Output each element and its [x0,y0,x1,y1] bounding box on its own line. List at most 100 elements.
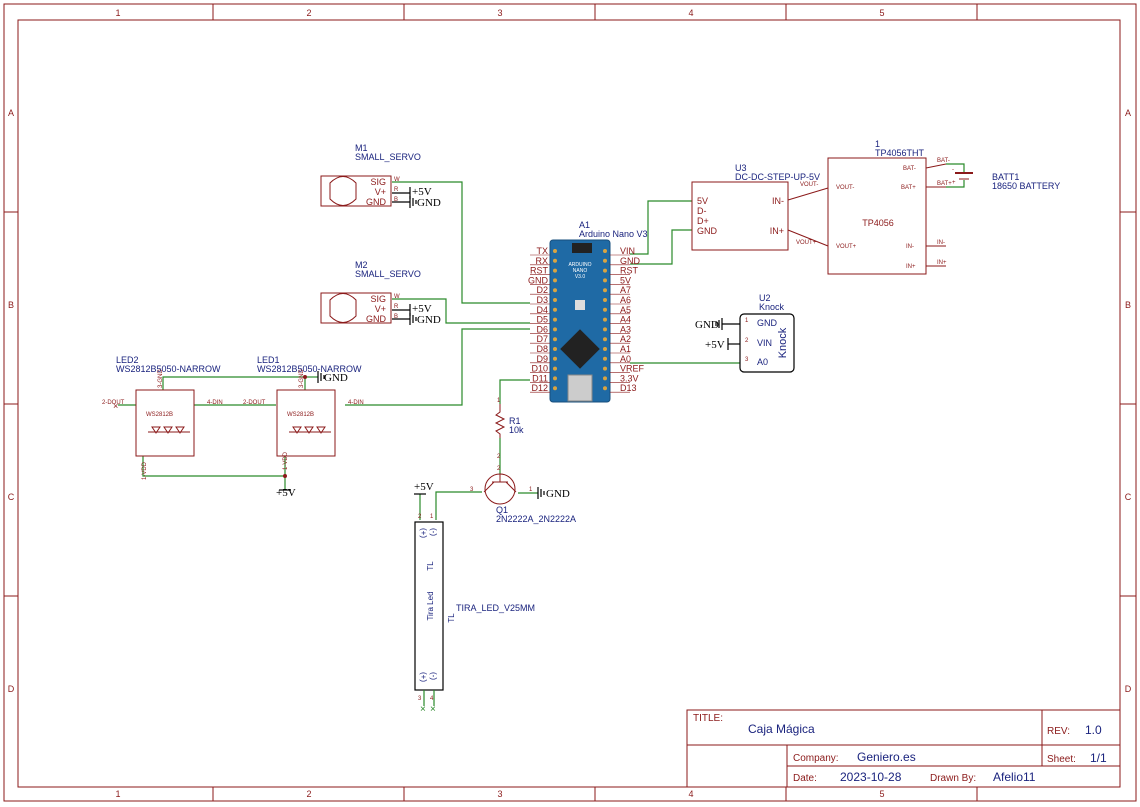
servo-m1[interactable]: M1 SMALL_SERVO SIG V+ GND W R B [320,143,421,207]
a1-left-pin-label: D12 [531,383,548,393]
col-label-2-bottom: 2 [306,789,311,799]
title-value: Caja Mágica [748,722,815,736]
led-led2[interactable]: LED2 WS2812B5050-NARROW WS2812B 2-DOUT 4… [102,355,223,480]
a1-right-pin-label: D13 [620,383,637,393]
tl-minus-top: (-) [429,528,438,536]
q1-pinnum-1: 1 [529,487,533,493]
a1-right-pad [603,376,607,381]
knock-sensor-u2[interactable]: U2 Knock GND VIN A0 1 2 3 Knock [739,293,795,373]
u2-vcc-label: +5V [705,339,725,351]
a1-right-pad [603,317,607,322]
tp-ref: 1 [875,139,880,149]
m1-pin-sig: SIG [370,177,386,187]
a1-left-pad [553,268,557,273]
a1-value: Arduino Nano V3 [579,229,648,239]
r1-pinnum-1: 1 [497,398,501,404]
tp4056-charger[interactable]: 1 TP4056THT TP4056 BAT- BAT+ VOUT- VOUT+… [827,139,952,275]
u2-ref: U2 [759,293,771,303]
date-value: 2023-10-28 [840,770,902,784]
col-label-5-bottom: 5 [879,789,884,799]
tp-name: TP4056 [862,218,894,228]
company-label: Company: [793,753,839,764]
tl-pinnum-2: 2 [418,514,422,520]
dcdc-u3[interactable]: U3 DC-DC-STEP-UP-5V 5V D- D+ GND IN- IN+… [691,163,829,251]
m2-vcc-label: +5V [412,303,432,315]
u3-vout-minus: VOUT- [800,182,818,188]
a1-right-pin-label: A0 [620,354,631,364]
led1-pin-din: 4-DIN [348,400,364,406]
a1-right-pin-label: A7 [620,285,631,295]
r1-value: 10k [509,425,524,435]
led-led1[interactable]: LED1 WS2812B5050-NARROW WS2812B 2-DOUT 4… [243,355,364,470]
m2-ref: M2 [355,260,368,270]
m2-pin-sig: SIG [370,294,386,304]
a1-right-pad [603,356,607,361]
resistor-r1[interactable]: 1 2 R1 10k [494,398,524,460]
a1-right-pin-label: 5V [620,275,631,285]
a1-left-pin-label: D3 [536,295,548,305]
a1-left-pad [553,317,557,322]
transistor-q1[interactable]: 1 2 3 Q1 2N2222A_2N2222A [470,466,576,524]
a1-left-pad [553,249,557,253]
a1-right-pin-label: 3.3V [620,373,639,383]
a1-right-pin-label: VREF [620,364,645,374]
row-label-a-left: A [8,108,14,118]
tl-plus-bottom: (+) [419,672,428,682]
a1-right-pad [603,366,607,371]
led2-open-x: × [113,401,118,411]
row-label-c-right: C [1125,492,1132,502]
a1-right-pad [603,337,607,342]
led2-chip: WS2812B [146,412,173,418]
tp-out-inplus: IN+ [937,260,947,266]
m1-pinnum-b: B [394,197,398,203]
sheet-value: 1/1 [1090,751,1107,765]
tl-pinnum-4: 4 [430,696,434,702]
title-block: TITLE: Caja Mágica REV: 1.0 Company: Gen… [686,709,1121,788]
tl-plus-top: (+) [419,528,428,538]
u3-ref: U3 [735,163,747,173]
u2-pinnum-1: 1 [745,318,749,324]
tp-pin-batplus: BAT+ [901,185,916,191]
battery-batt1[interactable]: - + BATT1 18650 BATTERY [952,167,1060,191]
batt-minus: - [952,167,954,173]
tl-ref-inner: TL [426,561,435,571]
a1-left-pad [553,288,557,293]
u3-vout-plus: VOUT+ [796,240,817,246]
tl-pinnum-3: 3 [418,696,422,702]
m2-value: SMALL_SERVO [355,269,421,279]
a1-left-pad [553,376,557,381]
a1-right-pin-label: RST [620,266,639,276]
led-vcc-label: +5V [276,487,296,499]
col-label-2-top: 2 [306,8,311,18]
row-label-d-left: D [8,684,15,694]
a1-right-pad [603,386,607,391]
col-label-3-top: 3 [497,8,502,18]
a1-right-pad [603,268,607,273]
servo-m2[interactable]: M2 SMALL_SERVO SIG V+ GND W R B [320,260,421,324]
m1-vcc-label: +5V [412,186,432,198]
tp-pin-batminus: BAT- [903,166,916,172]
led-strip-tl[interactable]: (+) (-) (+) (-) Tira Led TL TIRA_LED_V25… [414,514,535,715]
u2-pin-a0: A0 [757,357,768,367]
a1-left-pad [553,258,557,263]
m2-pin-vplus: V+ [375,304,386,314]
tp-out-inminus: IN- [937,240,945,246]
tp-out-batminus: BAT- [937,158,950,164]
u2-name: Knock [777,327,789,358]
tl-value: TIRA_LED_V25MM [456,603,535,613]
tl-pinnum-1: 1 [430,514,434,520]
m1-pinnum-r: R [394,187,399,193]
m2-pinnum-r: R [394,304,399,310]
row-label-a-right: A [1125,108,1131,118]
batt-value: 18650 BATTERY [992,181,1060,191]
u2-pin-vin: VIN [757,338,772,348]
led1-pin-dout: 2-DOUT [243,400,266,406]
a1-left-pin-label: D11 [532,373,548,383]
u2-gnd-label: GND [695,319,719,331]
arduino-nano-a1[interactable]: A1 Arduino Nano V3 ARDUINO NANO V3.0 TXR… [528,220,648,403]
a1-left-pad [553,347,557,351]
tp-value: TP4056THT [875,148,925,158]
